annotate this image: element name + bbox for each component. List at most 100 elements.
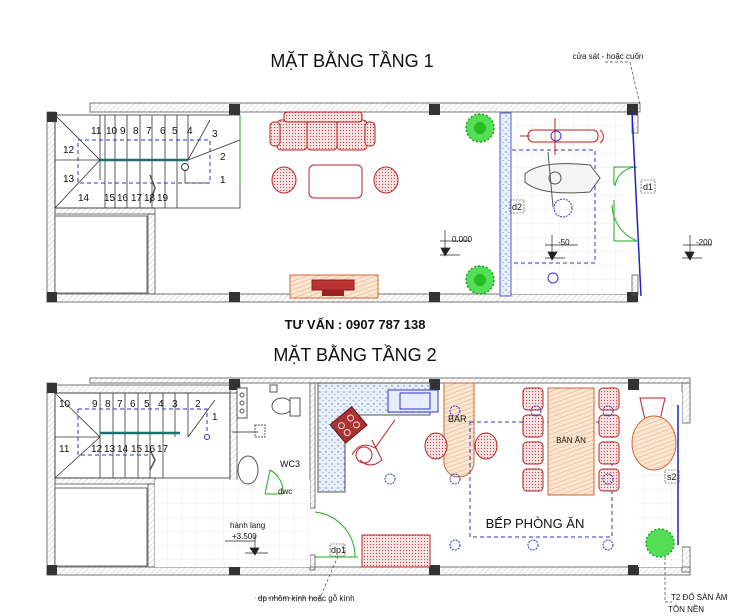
stove-icon xyxy=(329,405,368,444)
step-number: 1 xyxy=(212,412,218,423)
level-value: -200 xyxy=(696,238,713,247)
light-fixture-icon xyxy=(602,539,614,551)
step-number: 9 xyxy=(92,399,98,410)
kitchen-counter xyxy=(317,382,439,493)
level-marker-garage: -50 xyxy=(545,235,578,261)
floor1-title: MẶT BẰNG TẦNG 1 xyxy=(270,50,433,71)
step-number: 11 xyxy=(59,444,70,455)
plant-icon xyxy=(645,528,675,558)
step-number: 4 xyxy=(158,399,164,410)
step-number: 11 xyxy=(91,126,102,137)
door-note-leader xyxy=(605,61,641,106)
floor2-stair-numbers: 1 2 3 4 5 6 7 8 9 10 11 12 13 14 15 16 1… xyxy=(59,399,218,455)
step-number: 18 xyxy=(144,193,156,204)
floor2-title: MẶT BẰNG TẦNG 2 xyxy=(273,344,436,365)
floor1-stair-numbers: 1 2 3 4 5 6 7 8 9 10 11 12 13 14 15 16 1… xyxy=(63,126,226,204)
motorbike-icon xyxy=(520,118,604,155)
slab-note-1: T2 ĐỔ SÀN ÂM xyxy=(671,593,728,602)
plant-icon xyxy=(465,113,495,143)
bar-label: BAR xyxy=(448,414,467,424)
level-value: 0.000 xyxy=(452,235,473,244)
step-number: 17 xyxy=(131,193,143,204)
entrance-door xyxy=(611,111,642,297)
level-marker-outside: -200 xyxy=(682,235,713,261)
plant-icon xyxy=(465,265,495,295)
step-number: 13 xyxy=(63,174,75,185)
step-number: 14 xyxy=(117,444,129,455)
light-fixture-icon xyxy=(449,473,461,485)
room-label: BẾP PHÒNG ĂN xyxy=(486,516,585,531)
door-label-d1: d1 xyxy=(643,182,653,192)
step-number: 7 xyxy=(117,399,123,410)
step-number: 5 xyxy=(172,126,178,137)
rolling-door xyxy=(631,111,642,297)
slab-note-leader xyxy=(664,557,672,603)
light-fixture-icon xyxy=(602,405,614,417)
person-icon xyxy=(351,419,396,466)
armchair xyxy=(271,166,297,194)
step-number: 16 xyxy=(144,444,156,455)
step-number: 12 xyxy=(63,145,75,156)
step-number: 9 xyxy=(120,126,126,137)
window-label-s2: s2 xyxy=(667,472,677,482)
door-note-leader xyxy=(255,555,339,599)
table-label: BÀN ĂN xyxy=(556,436,586,445)
step-number: 12 xyxy=(91,444,103,455)
door-label-d2: d2 xyxy=(512,202,522,212)
step-number: 8 xyxy=(105,399,111,410)
bar-stool xyxy=(474,432,498,460)
step-number: 6 xyxy=(130,399,136,410)
level-value: +3.500 xyxy=(232,532,257,541)
coffee-table xyxy=(308,164,363,199)
hallway-floor xyxy=(155,480,310,567)
step-number: 5 xyxy=(144,399,150,410)
step-number: 13 xyxy=(104,444,116,455)
level-marker-main: 0.000 xyxy=(440,230,473,257)
contact-phone: TƯ VẤN : 0907 787 138 xyxy=(285,317,426,332)
step-number: 2 xyxy=(220,152,226,163)
kitchen-cabinet xyxy=(361,534,431,568)
bar-counter xyxy=(424,382,498,478)
step-number: 17 xyxy=(157,444,169,455)
floor2-staircase xyxy=(54,392,231,479)
level-value: -50 xyxy=(558,238,570,247)
armchair xyxy=(373,166,399,194)
slab-note-2: TÔN NỀN xyxy=(668,604,704,614)
hall-label: hành lang xyxy=(230,521,265,530)
step-number: 14 xyxy=(78,193,90,204)
garage-floor xyxy=(512,113,627,294)
step-number: 2 xyxy=(195,399,201,410)
step-number: 10 xyxy=(106,126,118,137)
floor2-door-note: dp nhôm kính hoặc gỗ kính xyxy=(258,594,355,603)
light-fixture-icon xyxy=(527,539,539,551)
sofa xyxy=(269,111,376,151)
light-fixture-icon xyxy=(530,405,542,417)
door-label-dp1: dp1 xyxy=(331,545,346,555)
light-fixture-icon xyxy=(384,473,396,485)
bar-stool xyxy=(424,432,448,460)
light-fixture-icon xyxy=(449,405,461,417)
washbasin-icon xyxy=(237,455,259,485)
round-table xyxy=(631,415,677,471)
floor1-door-note: cửa sát - hoặc cuốn xyxy=(573,52,644,61)
step-number: 19 xyxy=(157,193,169,204)
floor1-staircase xyxy=(54,114,241,209)
step-number: 8 xyxy=(133,126,139,137)
level-marker-hall: +3.500 xyxy=(225,532,268,556)
step-number: 1 xyxy=(220,175,226,186)
step-number: 4 xyxy=(187,126,193,137)
door-dp1-swing xyxy=(314,511,358,558)
step-number: 6 xyxy=(160,126,166,137)
motorbike-icon xyxy=(524,151,601,208)
wc3-fixtures xyxy=(232,384,301,495)
step-number: 15 xyxy=(131,444,143,455)
glass-partition xyxy=(499,112,512,297)
step-number: 3 xyxy=(212,129,218,140)
light-fixture-icon xyxy=(553,198,573,218)
light-fixture-icon xyxy=(547,272,559,284)
dining-table xyxy=(522,387,620,496)
toilet-icon xyxy=(271,397,293,415)
tv-cabinet xyxy=(289,274,379,299)
